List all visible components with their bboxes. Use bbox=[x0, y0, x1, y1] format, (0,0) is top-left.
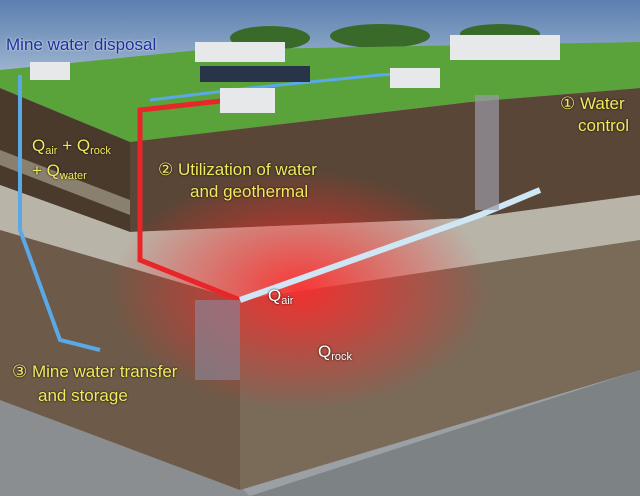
cold-water-pipe bbox=[18, 75, 101, 352]
label-q-rock: Qrock bbox=[318, 342, 353, 363]
label-mine-water-disposal: Mine water disposal bbox=[6, 35, 157, 54]
buildings bbox=[30, 35, 560, 113]
roadway-pipe bbox=[238, 187, 542, 303]
ground-pavement-right bbox=[250, 370, 640, 496]
storage-tank bbox=[195, 300, 240, 380]
hot-water-pipe bbox=[137, 97, 241, 303]
label-transfer-1: ③ Mine water transfer bbox=[12, 362, 178, 381]
shaft bbox=[475, 95, 499, 210]
label-utilization-1: ② Utilization of water bbox=[158, 160, 317, 179]
label-heat-sources: Qair + Qrock + Qwater bbox=[32, 136, 111, 182]
label-transfer-2: and storage bbox=[38, 386, 128, 405]
label-q-air: Qair bbox=[268, 286, 294, 307]
grass-surface bbox=[0, 42, 640, 142]
solar-panels bbox=[200, 66, 310, 82]
label-utilization-2: and geothermal bbox=[190, 182, 309, 201]
rock-stratum-band bbox=[0, 150, 130, 215]
label-water-control-2: control bbox=[578, 116, 630, 135]
label-water-control-1: ① Water bbox=[560, 94, 625, 113]
